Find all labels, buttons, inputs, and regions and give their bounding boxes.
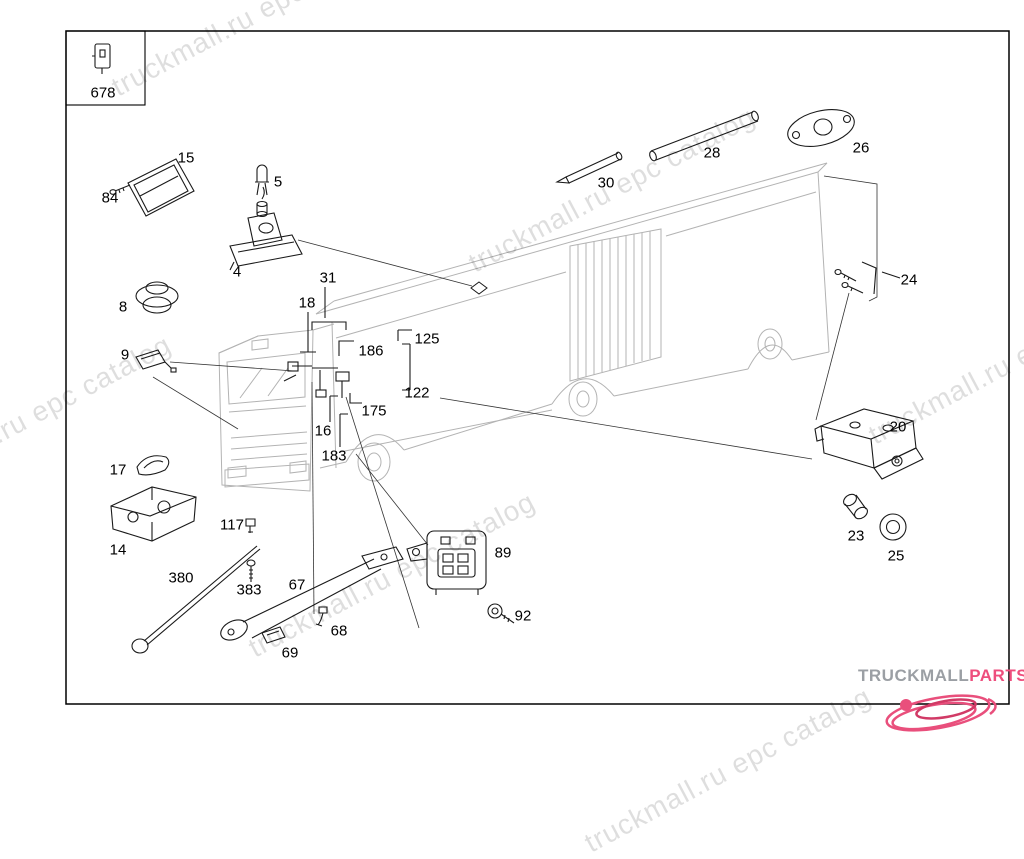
truck-drawing xyxy=(218,162,830,492)
part-label-84[interactable]: 84 xyxy=(101,189,119,207)
part-label-5[interactable]: 5 xyxy=(273,173,283,191)
part-drawing-9[interactable] xyxy=(135,349,177,373)
part-label-117[interactable]: 117 xyxy=(220,516,244,534)
part-drawing-68[interactable] xyxy=(315,606,328,627)
part-label-89[interactable]: 89 xyxy=(494,544,512,562)
part-drawing-4[interactable] xyxy=(229,186,303,271)
part-label-125[interactable]: 125 xyxy=(414,330,440,348)
diagram-frame xyxy=(65,30,1010,705)
part-label-30[interactable]: 30 xyxy=(597,174,615,192)
inset-box xyxy=(65,30,146,106)
part-label-26[interactable]: 26 xyxy=(852,139,870,157)
part-label-183[interactable]: 183 xyxy=(321,447,347,465)
part-label-186[interactable]: 186 xyxy=(358,342,384,360)
part-label-69[interactable]: 69 xyxy=(281,644,299,662)
part-label-17[interactable]: 17 xyxy=(109,461,127,479)
part-label-28[interactable]: 28 xyxy=(703,144,721,162)
part-drawing-24[interactable] xyxy=(834,261,901,295)
part-drawing-678[interactable] xyxy=(92,43,111,74)
part-label-8[interactable]: 8 xyxy=(118,298,128,316)
part-label-122[interactable]: 122 xyxy=(404,384,430,402)
part-drawing-92[interactable] xyxy=(487,603,515,624)
part-drawing-84[interactable] xyxy=(109,184,131,195)
part-drawing-117[interactable] xyxy=(245,518,256,533)
part-drawing-26[interactable] xyxy=(784,103,858,152)
part-drawing-20[interactable] xyxy=(814,408,924,480)
part-drawing-15[interactable] xyxy=(127,158,195,217)
part-label-383[interactable]: 383 xyxy=(236,581,262,599)
part-drawing-14[interactable] xyxy=(110,486,197,542)
part-drawing-28[interactable] xyxy=(648,110,759,162)
harness-cluster-drawing[interactable] xyxy=(283,287,412,447)
part-drawing-67[interactable] xyxy=(218,546,404,644)
part-label-9[interactable]: 9 xyxy=(120,346,130,364)
part-drawing-380[interactable] xyxy=(131,545,261,654)
part-label-380[interactable]: 380 xyxy=(168,569,194,587)
part-drawing-383[interactable] xyxy=(246,559,256,582)
part-label-68[interactable]: 68 xyxy=(330,622,348,640)
part-drawing-89[interactable] xyxy=(406,530,487,595)
part-label-20[interactable]: 20 xyxy=(889,418,907,436)
part-drawing-69[interactable] xyxy=(261,626,286,644)
part-drawing-17[interactable] xyxy=(136,455,170,476)
part-label-31[interactable]: 31 xyxy=(319,269,337,287)
parts-diagram-drawing xyxy=(65,30,1010,732)
part-drawing-23[interactable] xyxy=(841,492,869,521)
logo-swirl-graphic xyxy=(885,694,997,732)
part-drawing-30[interactable] xyxy=(555,151,623,184)
part-label-67[interactable]: 67 xyxy=(288,576,306,594)
part-label-15[interactable]: 15 xyxy=(177,149,195,167)
part-drawing-8[interactable] xyxy=(135,281,179,314)
logo-brand-text: TRUCKMALL xyxy=(858,666,970,685)
part-label-4[interactable]: 4 xyxy=(232,263,242,281)
part-label-92[interactable]: 92 xyxy=(514,607,532,625)
roof-marker-diamond xyxy=(470,281,488,295)
part-label-14[interactable]: 14 xyxy=(109,541,127,559)
part-drawing-5[interactable] xyxy=(255,164,269,196)
part-label-24[interactable]: 24 xyxy=(900,271,918,289)
part-label-23[interactable]: 23 xyxy=(847,527,865,545)
part-label-678[interactable]: 678 xyxy=(90,84,116,102)
part-label-25[interactable]: 25 xyxy=(887,547,905,565)
logo-suffix-text: PARTS xyxy=(969,666,1024,685)
leader-lines xyxy=(152,175,878,629)
part-label-18[interactable]: 18 xyxy=(298,294,316,312)
part-label-16[interactable]: 16 xyxy=(314,422,332,440)
brand-logo: TRUCKMALLPARTS xyxy=(858,666,1024,686)
part-label-175[interactable]: 175 xyxy=(361,402,387,420)
part-drawing-25[interactable] xyxy=(879,513,907,541)
